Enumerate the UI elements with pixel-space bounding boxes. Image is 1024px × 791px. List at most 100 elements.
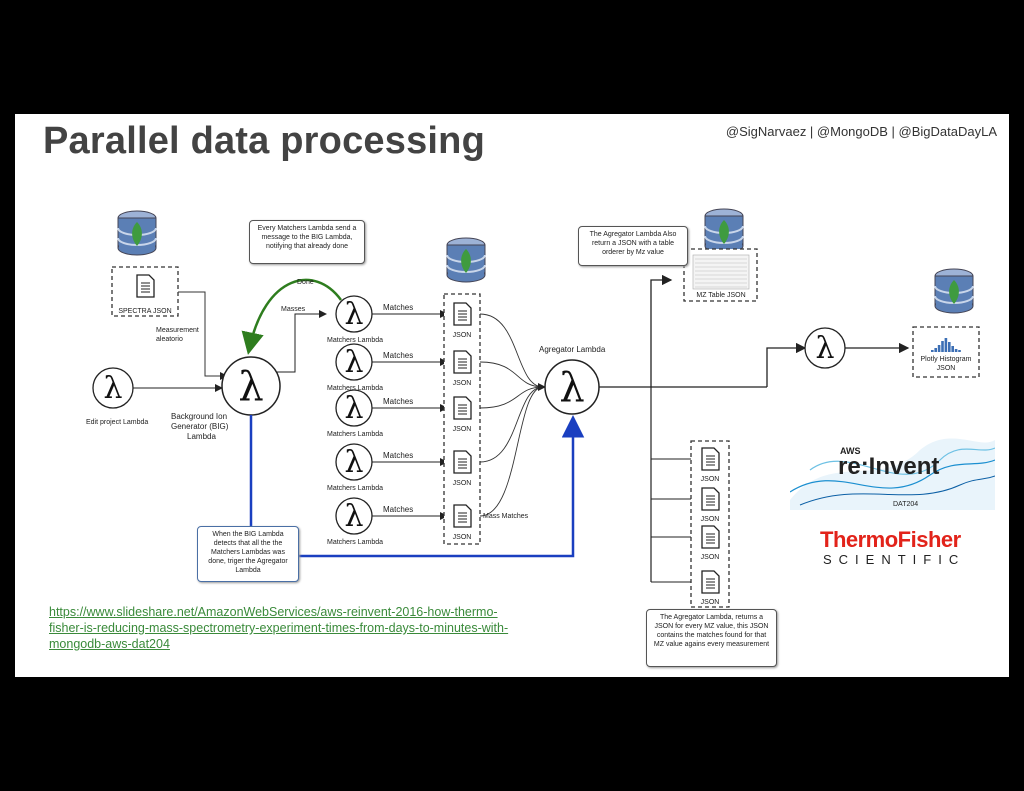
- plotly-histogram-box: [912, 326, 980, 378]
- matches-label: Matches: [383, 451, 413, 460]
- spectra-json-icon: [136, 274, 155, 298]
- session-code: DAT204: [893, 501, 918, 508]
- matchers-lambda-symbol: λ: [344, 297, 363, 332]
- edit-lambda-label: Edit project Lambda: [86, 419, 148, 426]
- agregator-label: Agregator Lambda: [539, 345, 606, 354]
- thermo-fisher-logo: ThermoFisher: [820, 527, 961, 552]
- output-json-icon: [701, 570, 720, 594]
- mongodb-matches-icon: [446, 237, 486, 283]
- json-doc-icon: [453, 504, 472, 528]
- matchers-lambda-label: Matchers Lambda: [327, 337, 383, 344]
- histogram-bar: [948, 342, 951, 352]
- json-doc-label: JSON: [453, 426, 472, 433]
- converge-line: [479, 386, 544, 409]
- matches-label: Matches: [383, 303, 413, 312]
- matches-label: Matches: [383, 397, 413, 406]
- note-matchers-done: Every Matchers Lambda send a message to …: [249, 220, 365, 264]
- mongodb-spectra-icon: [117, 210, 157, 256]
- big-lambda-symbol: λ: [238, 364, 263, 410]
- note-big-trigger: When the BIG Lambda detects that all the…: [197, 526, 299, 582]
- url-line-1[interactable]: https://www.slideshare.net/AmazonWebServ…: [49, 605, 498, 619]
- masses-arrow: [277, 310, 327, 373]
- edit-lambda-symbol: λ: [103, 371, 122, 406]
- matchers-lambda-label: Matchers Lambda: [327, 485, 383, 492]
- mongodb-plotly-icon: [934, 268, 974, 314]
- output-json-label: JSON: [701, 516, 720, 523]
- output-json-icon: [701, 447, 720, 471]
- matches-label: Matches: [383, 505, 413, 514]
- big-lambda-label-2: Generator (BIG): [171, 422, 229, 431]
- output-json-label: JSON: [701, 476, 720, 483]
- trigger-arrow: [249, 415, 585, 558]
- converge-line: [479, 361, 544, 388]
- url-line-2[interactable]: fisher-is-reducing-mass-spectrometry-exp…: [49, 621, 509, 635]
- histogram-bar: [931, 350, 934, 352]
- converge-line: [479, 313, 544, 388]
- aws-reinvent-logo: AWS re:Invent DAT204: [790, 438, 995, 510]
- matchers-lambda-label: Matchers Lambda: [327, 539, 383, 546]
- twitter-handles: @SigNarvaez | @MongoDB | @BigDataDayLA: [725, 124, 997, 139]
- histogram-thumbnail: [931, 338, 961, 352]
- aws-small-text: AWS: [840, 446, 861, 456]
- note-agregator-table: The Agregator Lambda Also return a JSON …: [578, 226, 688, 266]
- matchers-lambda-symbol: λ: [344, 499, 363, 534]
- done-label: Done: [297, 279, 314, 286]
- json-doc-icon: [453, 302, 472, 326]
- json-doc-icon: [453, 350, 472, 374]
- output-json-label: JSON: [701, 599, 720, 606]
- agregator-to-mz-table-arrow: [599, 274, 673, 388]
- plotly-label-2: JSON: [937, 365, 956, 372]
- matches-label: Matches: [383, 351, 413, 360]
- histogram-bar: [937, 345, 941, 352]
- measurement-label-1: Measurement: [156, 327, 199, 334]
- mass-matches-label: Mass Matches: [483, 513, 529, 520]
- output-json-label: JSON: [701, 554, 720, 561]
- plotly-lambda-symbol: λ: [815, 331, 834, 366]
- json-doc-icon: [453, 396, 472, 420]
- plotly-label-1: Plotly Histogram: [921, 356, 972, 363]
- matchers-lambda-symbol: λ: [344, 345, 363, 380]
- matchers-lambda-label: Matchers Lambda: [327, 431, 383, 438]
- reinvent-text: re:Invent: [838, 453, 939, 480]
- slideshare-link[interactable]: https://www.slideshare.net/AmazonWebServ…: [49, 604, 609, 652]
- measurement-label-2: aleatorio: [156, 336, 183, 343]
- to-plotly-lambda-arrow: [766, 342, 807, 387]
- json-doc-label: JSON: [453, 534, 472, 541]
- slide: SPECTRA JSON Measurement aleatorio λ Edi…: [15, 114, 1009, 677]
- converge-line: [479, 386, 544, 517]
- mongodb-mz-table-icon: [704, 208, 744, 254]
- agregator-lambda-symbol: λ: [559, 365, 584, 411]
- json-doc-icon: [453, 450, 472, 474]
- histogram-bar: [941, 341, 944, 352]
- slide-title: Parallel data processing: [43, 120, 485, 162]
- url-line-3[interactable]: mongodb-aws-dat204: [49, 637, 170, 651]
- output-json-icon: [701, 487, 720, 511]
- matchers-lambda-symbol: λ: [344, 445, 363, 480]
- mz-table-label: MZ Table JSON: [696, 292, 745, 299]
- histogram-bar: [954, 349, 958, 352]
- spectra-json-label: SPECTRA JSON: [118, 308, 171, 315]
- masses-label: Masses: [281, 306, 306, 313]
- output-json-docs: JSON JSON JSON JSON: [701, 447, 720, 606]
- converge-line: [479, 386, 544, 463]
- histogram-bar: [944, 338, 948, 352]
- done-arrow: [241, 278, 343, 355]
- spectra-to-big-arrow: [178, 291, 228, 380]
- diagram: SPECTRA JSON Measurement aleatorio λ Edi…: [86, 208, 980, 608]
- converge-lines: [479, 313, 546, 517]
- note-agregator-json: The Agregator Lambda, returns a JSON for…: [646, 609, 777, 667]
- matchers-lambda-label: Matchers Lambda: [327, 385, 383, 392]
- matchers-lambda-symbol: λ: [344, 391, 363, 426]
- big-lambda-label-1: Background Ion: [171, 412, 227, 421]
- json-doc-label: JSON: [453, 480, 472, 487]
- histogram-bar: [934, 348, 937, 352]
- histogram-bar: [958, 350, 961, 352]
- scientific-text: SCIENTIFIC: [823, 552, 966, 567]
- histogram-bar: [951, 346, 954, 352]
- json-doc-label: JSON: [453, 380, 472, 387]
- big-lambda-label-3: Lambda: [187, 432, 216, 441]
- mz-table-thumbnail: [692, 254, 750, 290]
- output-json-icon: [701, 525, 720, 549]
